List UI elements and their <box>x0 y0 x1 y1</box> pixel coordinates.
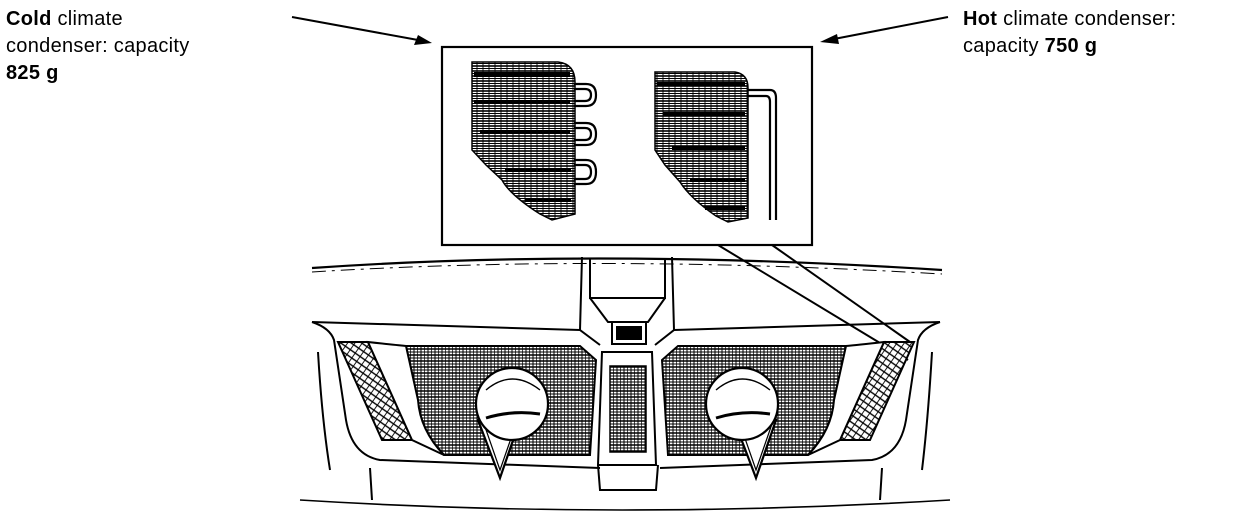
car-hood-emblem <box>578 256 676 346</box>
cold-condenser-loops <box>574 82 598 186</box>
left-grille <box>336 340 598 456</box>
right-grille <box>660 340 916 456</box>
inset-pointer <box>717 244 911 361</box>
cold-label-line2: condenser: capacity <box>6 35 190 57</box>
center-grille <box>596 351 659 491</box>
cold-label-line1: climate <box>51 8 123 30</box>
hot-label-line1: climate condenser: <box>997 8 1177 30</box>
hot-label-strong: Hot <box>963 8 998 30</box>
hot-condenser-label: Hot climate condenser: capacity 750 g <box>963 6 1248 60</box>
hot-condenser-pipe <box>748 88 778 220</box>
cold-label-strong: Cold <box>6 8 52 30</box>
hot-label-line2: capacity <box>963 35 1045 57</box>
cold-callout-arrow <box>291 16 432 45</box>
right-fog-lamp <box>704 366 780 482</box>
cold-label-capacity: 825 g <box>6 62 59 84</box>
left-fog-lamp <box>474 366 550 482</box>
cold-condenser-core <box>471 61 576 221</box>
cold-condenser-label: Cold climate condenser: capacity 825 g <box>6 6 276 87</box>
hot-label-capacity: 750 g <box>1044 35 1098 57</box>
car-bumper <box>299 321 951 511</box>
car-hood <box>311 257 943 275</box>
hot-condenser-core <box>654 71 749 223</box>
hot-callout-arrow <box>820 16 949 44</box>
